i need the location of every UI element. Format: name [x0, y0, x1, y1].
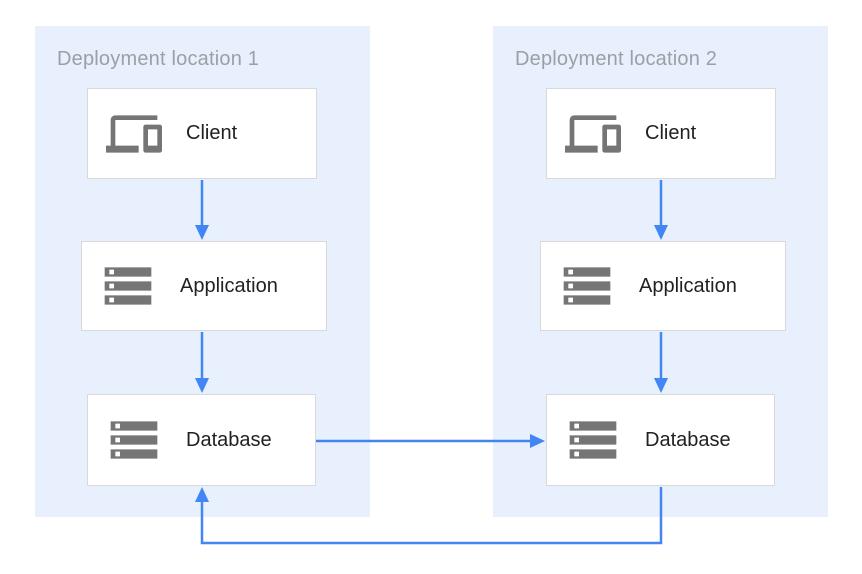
node-label: Client [186, 122, 238, 144]
panel-label: Deployment location 1 [57, 48, 260, 70]
node-label: Application [639, 274, 737, 297]
storage-icon [106, 412, 162, 468]
storage-icon [559, 258, 615, 314]
node-database-2: Database [546, 394, 775, 486]
storage-icon [100, 258, 156, 314]
devices-icon [106, 106, 162, 162]
devices-icon [565, 106, 621, 162]
node-application-2: Application [540, 241, 786, 331]
node-label: Client [645, 122, 697, 144]
node-label: Application [180, 274, 278, 297]
node-client-1: Client [87, 88, 317, 179]
storage-icon [565, 412, 621, 468]
node-database-1: Database [87, 394, 316, 486]
node-label: Database [645, 428, 731, 451]
panel-label: Deployment location 2 [515, 48, 718, 70]
node-client-2: Client [546, 88, 776, 179]
node-label: Database [186, 428, 272, 451]
node-application-1: Application [81, 241, 327, 331]
